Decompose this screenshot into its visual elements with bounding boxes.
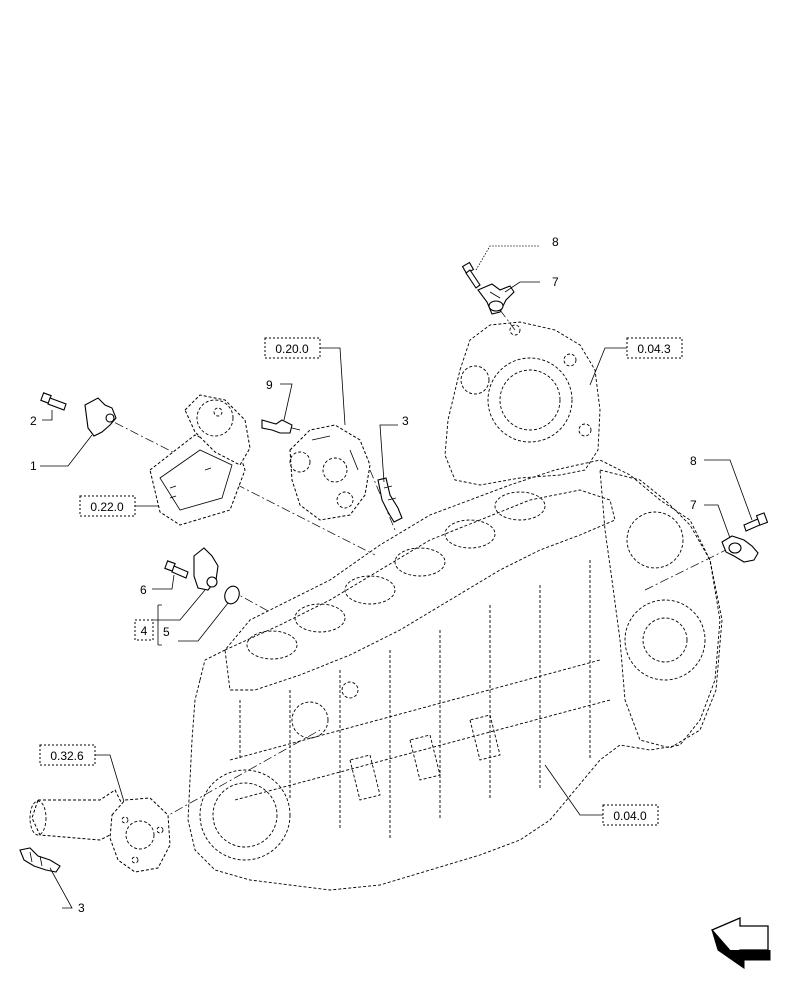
sensor-1[interactable] xyxy=(84,397,117,437)
callout-5: 5 xyxy=(163,625,170,639)
callout-2: 2 xyxy=(30,414,37,428)
temperature-sender-9[interactable] xyxy=(261,419,301,434)
front-arrow-icon xyxy=(710,917,771,969)
bolt-top[interactable] xyxy=(461,261,481,289)
fuel-pump-assembly xyxy=(289,424,371,521)
ref-label-0-04-3: 0.04.3 xyxy=(637,342,671,356)
ref-box-0-04-0[interactable]: 0.04.0 xyxy=(602,804,659,826)
ref-box-0-22-0[interactable]: 0.22.0 xyxy=(79,495,136,517)
sensor-4[interactable] xyxy=(193,547,219,591)
callout-7-right: 7 xyxy=(690,498,697,512)
o-ring-5[interactable] xyxy=(222,584,241,606)
callout-8-right: 8 xyxy=(690,454,697,468)
bolt-2[interactable] xyxy=(40,392,67,411)
engine-block xyxy=(187,321,723,891)
bracket-4-5 xyxy=(152,604,162,646)
callout-7-top: 7 xyxy=(552,275,559,289)
ref-box-4[interactable]: 4 xyxy=(134,619,154,641)
callout-8-top: 8 xyxy=(552,235,559,249)
leader-8-right xyxy=(704,459,753,521)
ref-label-0-20-0: 0.20.0 xyxy=(275,342,309,356)
leader-7-right xyxy=(704,504,731,539)
speed-sensor-right[interactable] xyxy=(721,535,759,563)
leader-1 xyxy=(40,434,93,467)
top-leaders xyxy=(475,245,540,293)
leader-4 xyxy=(158,589,206,621)
bolt-6[interactable] xyxy=(164,560,189,579)
ref-label-0-22-0: 0.22.0 xyxy=(90,500,124,514)
intake-cover-assembly xyxy=(149,394,251,526)
ref-box-0-04-3[interactable]: 0.04.3 xyxy=(626,337,683,359)
leader-3-upper xyxy=(379,424,398,483)
ref-box-0-32-6[interactable]: 0.32.6 xyxy=(39,744,96,766)
leader-5 xyxy=(178,602,229,642)
thermostat-housing xyxy=(29,789,171,873)
ref-label-0-32-6: 0.32.6 xyxy=(50,749,84,763)
sensor-3-lower[interactable] xyxy=(19,847,61,873)
leader-3-lower xyxy=(49,867,73,909)
callout-9: 9 xyxy=(266,378,273,392)
leader-9 xyxy=(280,383,293,421)
speed-sensor-top[interactable] xyxy=(477,283,515,315)
reference-leaders xyxy=(95,347,627,816)
callout-6: 6 xyxy=(140,583,147,597)
leader-6 xyxy=(152,574,175,590)
ref-box-0-20-0[interactable]: 0.20.0 xyxy=(264,337,321,359)
callout-3-lower: 3 xyxy=(78,901,85,915)
bolt-right[interactable] xyxy=(743,512,769,532)
callout-4: 4 xyxy=(141,624,148,638)
leader-2 xyxy=(42,410,53,421)
callout-1: 1 xyxy=(30,459,37,473)
sensor-3-upper[interactable] xyxy=(377,477,403,523)
ref-label-0-04-0: 0.04.0 xyxy=(613,809,647,823)
callout-3-upper: 3 xyxy=(402,414,409,428)
